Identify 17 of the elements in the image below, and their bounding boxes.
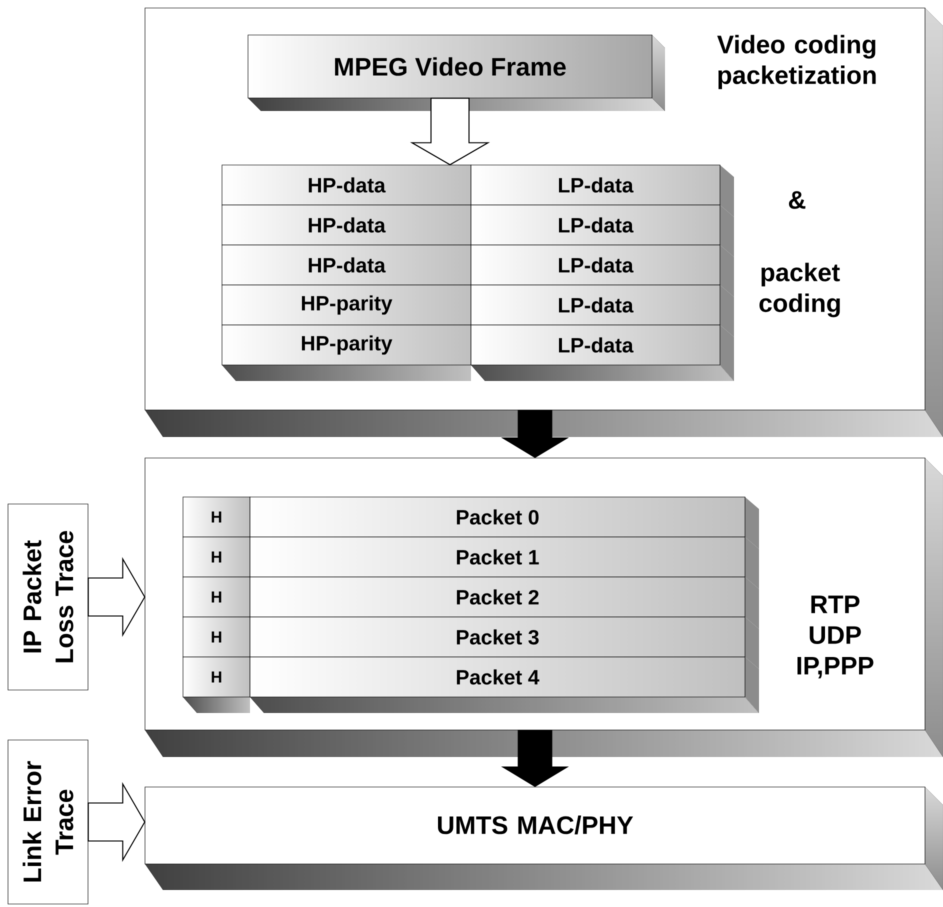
header-cell: H — [182, 576, 250, 618]
block-arrow — [501, 410, 569, 458]
block-arrow — [88, 557, 146, 637]
packet-row: Packet 4 — [250, 656, 759, 713]
header-cell: H — [182, 656, 250, 713]
header-cell: H — [182, 536, 250, 578]
header-cell: H — [182, 496, 250, 538]
packet-row: Packet 3 — [250, 616, 759, 669]
packet-row: Packet 1 — [250, 536, 759, 589]
trace-box: IP Packet Loss Trace — [8, 504, 88, 690]
header-cell: H — [182, 616, 250, 658]
packet-row: Packet 0 — [250, 496, 759, 549]
layer-label: RTP UDP IP,PPP — [798, 596, 874, 678]
trace-box: Link Error Trace — [8, 740, 88, 904]
packet-row: Packet 2 — [250, 576, 759, 629]
block-arrow — [88, 782, 146, 862]
block-arrow — [501, 730, 569, 788]
